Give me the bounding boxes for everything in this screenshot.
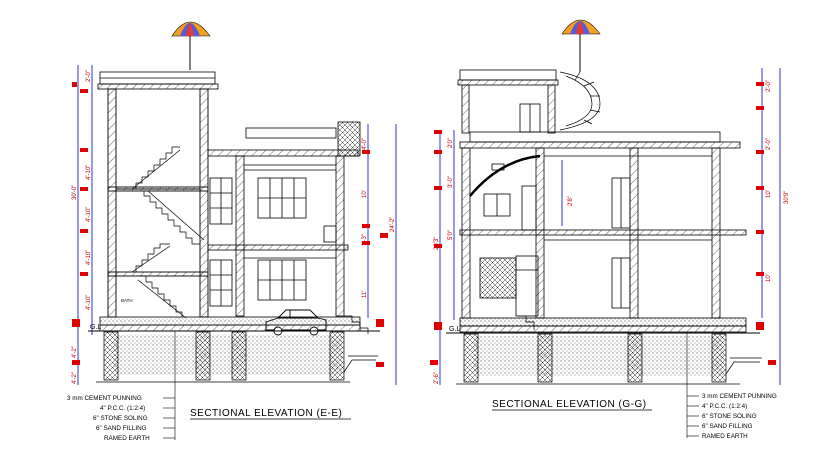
note-item: 6" SAND FILLING [96, 425, 147, 432]
roof-upper [459, 131, 747, 319]
dimension-chain-left: 2'0" 3'-0" 5'0" 26'3" 2'-6" [430, 130, 455, 385]
section-title-left: SECTIONAL ELEVATION (E-E) [190, 408, 342, 419]
spiral-stair [559, 71, 601, 131]
section-title-right: SECTIONAL ELEVATION (G-G) [492, 399, 647, 410]
foundation [456, 315, 762, 385]
note-item: 3 mm CEMENT PUNNING [67, 395, 142, 402]
material-notes-left: 3 mm CEMENT PUNNING 4" P.C.C. (1:2:4) 6"… [67, 395, 150, 442]
dim-text: 10' [766, 274, 772, 282]
dim-text: 4'-2" [72, 372, 78, 384]
dim-text: 4'-2" [72, 346, 78, 358]
windows-left [209, 177, 337, 307]
dimension-chain-right: 4'-0" 10' 1'-3" 11' 24'-2" [362, 124, 397, 385]
umbrella-icon [561, 19, 601, 72]
dim-text: 2'-0" [766, 80, 772, 92]
note-item: 3 mm CEMENT PUNNING [702, 393, 777, 400]
dim-text: 10' [766, 190, 772, 198]
dim-text: 2'-6" [434, 372, 440, 384]
dim-total: 30'-0" [72, 185, 78, 200]
dimension-chain-left: 2'-0" 4'-10" 4'-10" 4'-10" 4'-10" 30'-0"… [72, 65, 93, 385]
main-building [207, 121, 361, 317]
stair-flights [131, 146, 205, 319]
note-item: 6" SAND FILLING [702, 423, 753, 430]
note-leaders [686, 333, 699, 438]
top-mumty [457, 69, 559, 134]
dim-text: 3'-0" [448, 176, 454, 188]
section-g-g: G.L 3 mm CEMENT PUNNING 4" P.C.C. (1:2:4… [430, 19, 790, 440]
dim-total: 24'-2" [390, 217, 396, 232]
dimension-chain-right: 2'-0" 2'-0" 10' 10' 30'9" [756, 68, 790, 385]
dim-total: 30'9" [784, 191, 790, 204]
bath-label: BATH [121, 298, 133, 303]
dim-text: 4'-10" [86, 295, 92, 310]
dim-text: 4'-10" [86, 207, 92, 222]
dim-text: 4'-0" [362, 138, 368, 150]
note-item: 6" STONE SOLING [702, 413, 757, 420]
roof-parapet [97, 71, 219, 90]
dim-text: 2'8" [568, 196, 574, 206]
dimension-mid: 2'8" [561, 160, 574, 226]
note-item: RAMED EARTH [702, 433, 748, 440]
dim-text: 11' [362, 291, 368, 298]
ground-slab [88, 316, 380, 332]
dim-total: 26'3" [434, 237, 440, 250]
foundation [96, 331, 378, 383]
dim-text: 4'-10" [86, 250, 92, 265]
stair-tower [107, 88, 209, 318]
umbrella-icon [171, 21, 211, 70]
note-item: 6" STONE SOLING [93, 415, 148, 422]
note-item: 4" P.C.C. (1:2:4) [702, 403, 747, 410]
ground-level-label: G.L [449, 326, 460, 333]
dim-text: 2'0" [448, 138, 454, 148]
dim-text: 2'-0" [86, 70, 92, 82]
dim-text: 1'-3" [362, 234, 368, 246]
note-item: RAMED EARTH [104, 435, 150, 442]
arch-beam [469, 154, 541, 197]
note-item: 4" P.C.C. (1:2:4) [100, 405, 145, 412]
dim-text: 5'0" [448, 230, 454, 240]
material-notes-right: 3 mm CEMENT PUNNING 4" P.C.C. (1:2:4) 6"… [702, 393, 777, 440]
section-e-e: BATH [67, 21, 397, 442]
dim-text: 2'-0" [766, 138, 772, 150]
ground-level-label: G.L [90, 324, 101, 331]
dim-text: 10' [362, 190, 368, 198]
dim-text: 4'-10" [86, 165, 92, 180]
note-leaders [163, 331, 176, 440]
windows-right [479, 163, 631, 317]
ground-slab [446, 317, 760, 334]
